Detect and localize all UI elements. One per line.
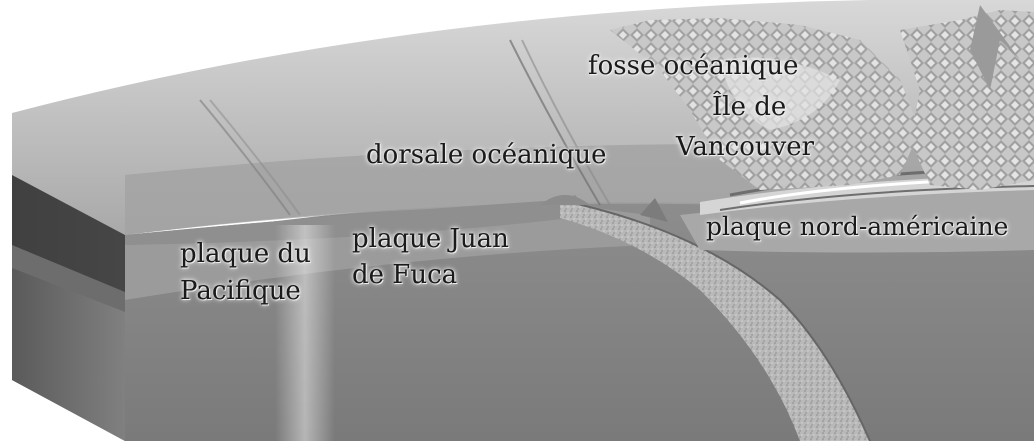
juan-de-fuca-label-line2: de Fuca — [352, 260, 457, 290]
juan-de-fuca-label-line1: plaque Juan — [352, 224, 509, 254]
north-american-plate-label: plaque nord-américaine — [706, 212, 1008, 242]
island-label-line1: Île de — [712, 92, 786, 122]
ridge-label: dorsale océanique — [366, 140, 606, 170]
island-label-line2: Vancouver — [676, 132, 814, 162]
pacific-plate-label-line1: plaque du — [180, 239, 311, 269]
pacific-plate-label-line2: Pacifique — [180, 276, 301, 306]
trench-label: fosse océanique — [588, 51, 799, 81]
